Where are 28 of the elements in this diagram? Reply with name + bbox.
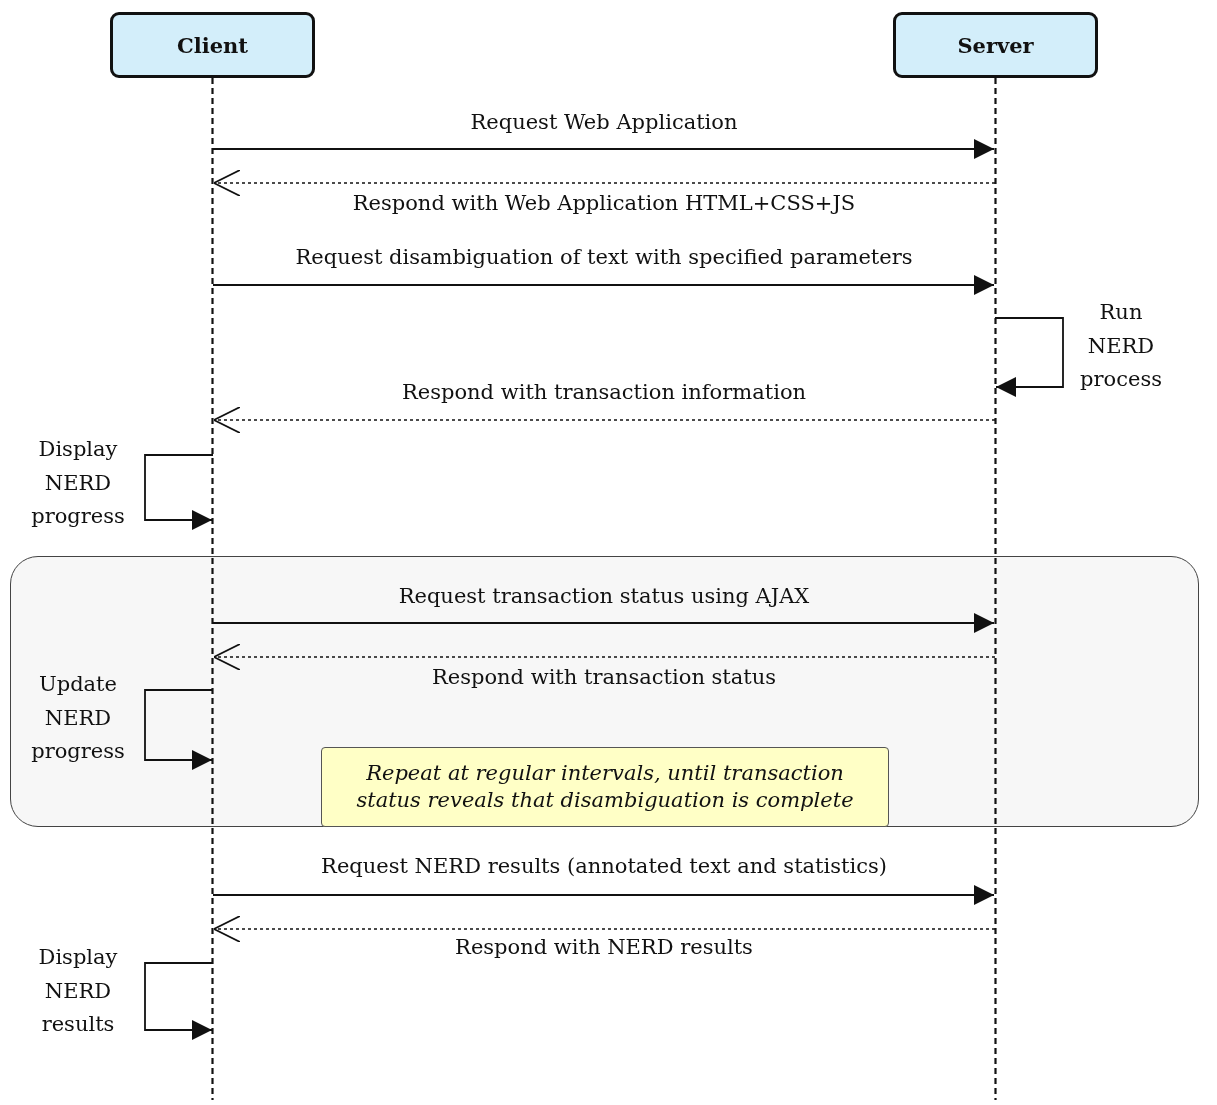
message-arrow <box>213 915 996 943</box>
message-label: Display NERD progress <box>30 436 126 531</box>
message-label: Request NERD results (annotated text and statistics) <box>321 854 887 880</box>
message-arrow <box>213 406 996 434</box>
message-label: Respond with transaction status <box>431 665 777 691</box>
message-label: Request transaction status using AJAX <box>398 584 810 610</box>
message-arrow <box>994 317 1064 397</box>
message-arrow <box>213 643 996 671</box>
loop-frame <box>10 556 1199 827</box>
message-label: Display NERD results <box>37 944 119 1039</box>
message-arrow <box>212 139 995 159</box>
message-label: Update NERD progress <box>30 671 126 766</box>
message-label: Respond with NERD results <box>455 935 753 961</box>
message-arrow <box>212 613 995 633</box>
participant-box: Server <box>893 12 1098 78</box>
message-label: Request Web Application <box>470 110 738 136</box>
note-box: Repeat at regular intervals, until transaction status reveals that disambiguation is complete <box>321 747 889 827</box>
message-arrow <box>212 885 995 905</box>
message-arrow <box>144 689 214 770</box>
message-label: Request disambiguation of text with specified parameters <box>295 245 913 271</box>
participant-box: Client <box>110 12 315 78</box>
message-arrow <box>213 169 996 197</box>
message-arrow <box>144 454 214 530</box>
message-label: Respond with Web Application HTML+CSS+JS <box>352 191 856 217</box>
message-arrow <box>144 962 214 1040</box>
message-label: Respond with transaction information <box>401 380 807 406</box>
message-arrow <box>212 275 995 295</box>
message-label: Run NERD process <box>1079 299 1163 394</box>
